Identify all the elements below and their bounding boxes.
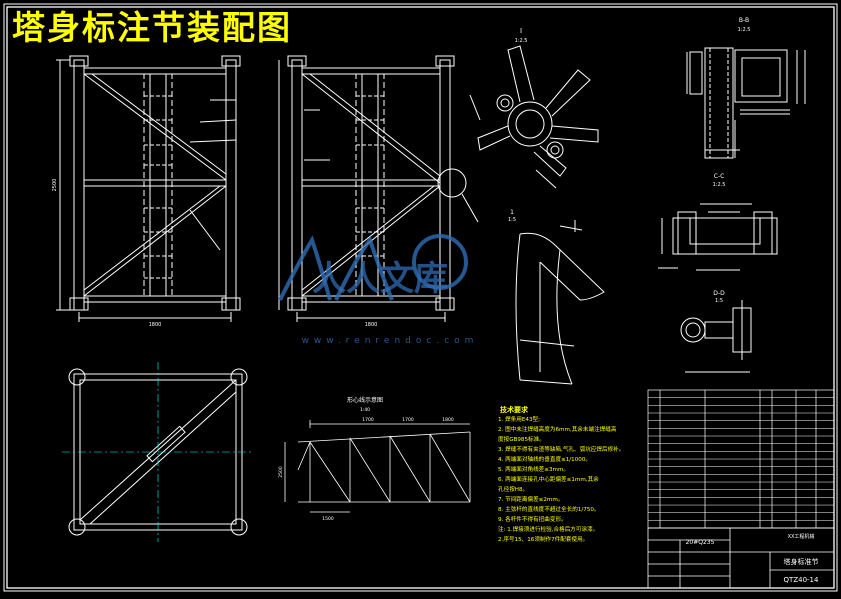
plan-centerlines <box>62 362 254 542</box>
tech-note-line: 8. 主弦杆的直线度不超过全长的1/750。 <box>498 505 600 513</box>
tech-note-line: 2. 图中未注焊缝高度为6mm,其余未端注焊缝高 <box>498 425 617 433</box>
company-name: XX工程机械 <box>788 533 815 540</box>
drawing-title: 塔身标注节装配图 <box>12 8 292 47</box>
tech-note-line: 7. 节间距离偏差≤2mm。 <box>498 495 563 503</box>
section-cc-view <box>658 203 778 271</box>
section-dd-view <box>680 300 752 373</box>
drawing-border <box>3 3 838 592</box>
elev-left-width-dim: 1800 <box>149 322 162 328</box>
section-bb-view <box>686 47 806 159</box>
material-label: 20#Q235 <box>686 539 715 546</box>
parts-table-rows <box>648 397 834 521</box>
detail-i-view <box>469 45 599 189</box>
watermark-url: www.renrendoc.com <box>302 336 479 346</box>
truss-dim-2: 1700 <box>402 417 414 423</box>
truss-dim-4: 1500 <box>322 516 334 522</box>
tech-note-line: 孔径按H8。 <box>498 485 528 493</box>
detail-i-scale: 1:2.5 <box>515 38 528 44</box>
tech-notes-heading: 技术要求 <box>500 405 529 414</box>
elev-right-width-dim: 1800 <box>365 322 378 328</box>
tech-note-line: 3. 焊缝不得有夹渣等缺陷,气孔、弧坑应焊后修补。 <box>498 445 624 453</box>
watermark-logo-text: 人人文库 <box>312 259 448 299</box>
section-bb-label: B-B <box>739 17 749 24</box>
detail-i-label: I <box>520 27 522 35</box>
section-cc-scale: 1:2.5 <box>713 182 726 188</box>
front-elevation-right <box>278 55 479 322</box>
elev-height-dim: 2500 <box>52 179 58 192</box>
front-elevation-left <box>56 55 241 322</box>
tech-note-line: 度按GB985标准。 <box>498 435 545 443</box>
drawing-number: QTZ40-14 <box>784 576 819 584</box>
detail-1-label: 1 <box>510 209 514 216</box>
section-dd-scale: 1:5 <box>715 298 723 304</box>
part-name: 塔身标准节 <box>784 557 819 566</box>
truss-dim-1: 1700 <box>362 417 374 423</box>
section-dd-label: D-D <box>713 290 725 297</box>
section-cc-label: C-C <box>714 173 725 180</box>
tech-note-line: 4. 两端面对轴线的垂直度≤1/1000。 <box>498 455 591 463</box>
tech-note-line: 9. 各杆件不得有扭曲变形。 <box>498 515 567 523</box>
truss-dim-3: 1800 <box>442 417 454 423</box>
tech-note-line: 1. 焊条用E43型; <box>498 415 540 423</box>
watermark-logo-mark <box>278 234 468 301</box>
detail-1-scale: 1:5 <box>508 217 516 223</box>
tech-note-line: 注: 1.焊接须进行检验,合格后方可涂漆。 <box>498 525 598 533</box>
title-block <box>647 527 835 589</box>
section-bb-scale: 1:2.5 <box>738 27 751 33</box>
detail-1-view <box>515 220 605 385</box>
plan-subtitle: 1:40 <box>360 407 370 413</box>
truss-height-dim: 2500 <box>278 466 284 478</box>
centroid-truss-diagram <box>284 420 471 513</box>
tech-note-line: 6. 两端面连接孔中心距偏差≤1mm,其余 <box>498 475 599 483</box>
tech-note-line: 2.序号15、16须制作7件配套使用。 <box>498 535 588 543</box>
plan-title: 形心线示意图 <box>347 396 383 404</box>
tech-note-line: 5. 两端面对角线差≤3mm。 <box>498 465 569 473</box>
